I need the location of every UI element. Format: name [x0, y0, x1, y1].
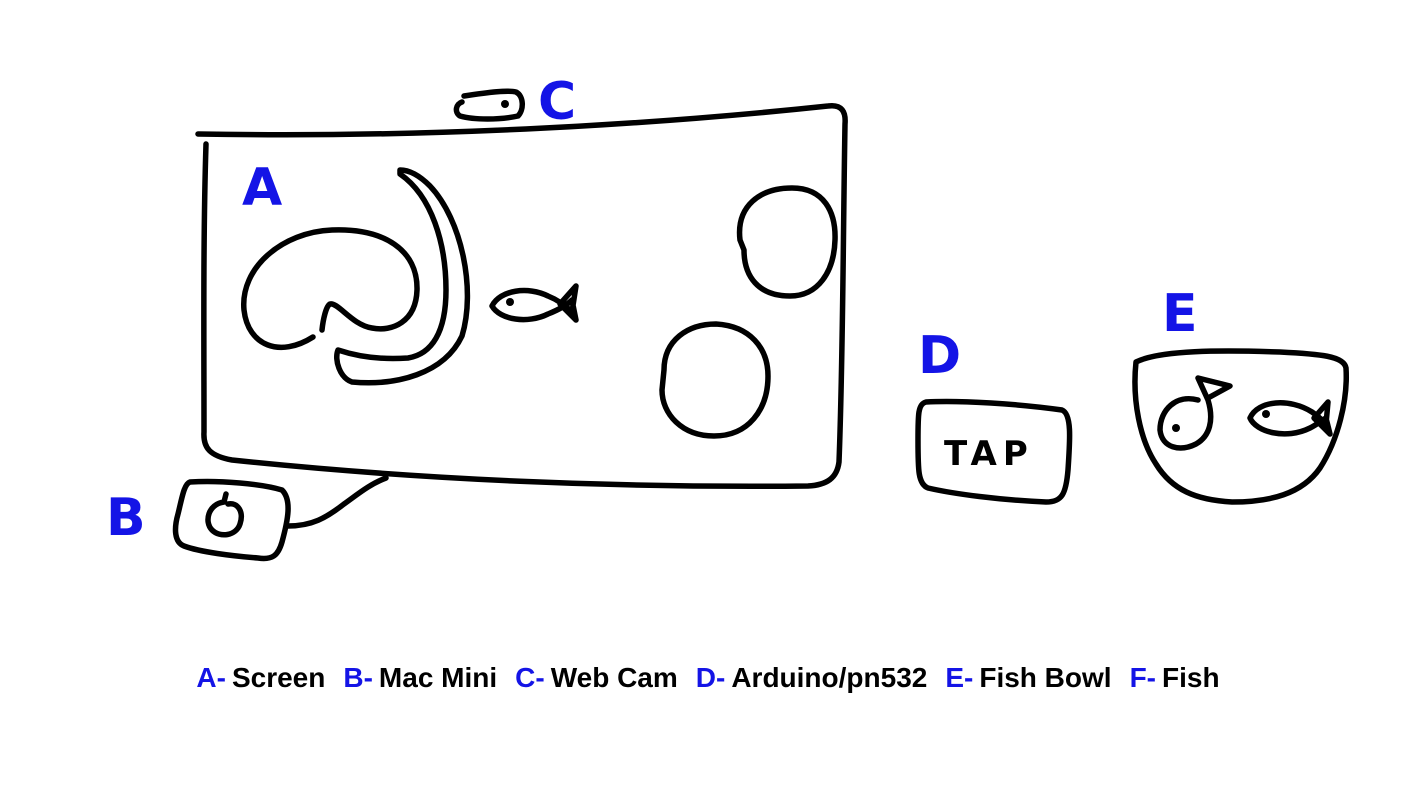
- fish-bowl-fish-side-icon: [1250, 402, 1330, 434]
- label-b: B: [106, 492, 146, 544]
- webcam-outline: [456, 91, 522, 119]
- webcam-lens: [501, 100, 509, 108]
- label-d: D: [918, 330, 961, 382]
- screen-circle-bottom-icon: [662, 324, 768, 436]
- legend-item-fish-bowl: E-Fish Bowl: [945, 662, 1111, 694]
- legend-label: Fish: [1162, 662, 1220, 693]
- legend-key: F-: [1130, 662, 1156, 693]
- legend-key: A-: [196, 662, 226, 693]
- fish-bowl-fish-up-icon: [1160, 378, 1230, 448]
- screen-circle-top-icon: [740, 188, 835, 296]
- legend: A-Screen B-Mac Mini C-Web Cam D-Arduino/…: [0, 662, 1416, 694]
- screen-fish-eye: [506, 298, 514, 306]
- legend-label: Web Cam: [551, 662, 678, 693]
- legend-item-screen: A-Screen: [196, 662, 325, 694]
- legend-key: B-: [343, 662, 373, 693]
- legend-label: Mac Mini: [379, 662, 497, 693]
- legend-key: C-: [515, 662, 545, 693]
- fish-bowl-fish-up-eye: [1172, 424, 1180, 432]
- label-c: C: [538, 76, 576, 128]
- legend-key: E-: [945, 662, 973, 693]
- mac-mini-drawing: [176, 478, 386, 558]
- fish-bowl-drawing: [1135, 351, 1346, 502]
- apple-logo-icon: [208, 494, 241, 535]
- screen-hook-shape: [337, 170, 468, 383]
- legend-label: Arduino/pn532: [731, 662, 927, 693]
- legend-item-fish: F-Fish: [1130, 662, 1220, 694]
- label-e: E: [1162, 288, 1198, 340]
- legend-label: Fish Bowl: [979, 662, 1111, 693]
- mac-mini-cable: [288, 478, 386, 526]
- legend-label: Screen: [232, 662, 325, 693]
- screen-outline: [198, 106, 845, 487]
- fish-bowl-fish-side-eye: [1262, 410, 1270, 418]
- arduino-tap-text: TAP: [944, 434, 1034, 474]
- legend-item-mac-mini: B-Mac Mini: [343, 662, 497, 694]
- screen-drawing: [198, 106, 845, 487]
- webcam-drawing: [456, 91, 522, 119]
- label-a: A: [242, 162, 282, 214]
- screen-fish-icon: [492, 286, 576, 320]
- legend-item-web-cam: C-Web Cam: [515, 662, 678, 694]
- legend-item-arduino: D-Arduino/pn532: [696, 662, 928, 694]
- legend-key: D-: [696, 662, 726, 693]
- mac-mini-outline: [176, 481, 289, 558]
- screen-blob-shape: [244, 230, 417, 347]
